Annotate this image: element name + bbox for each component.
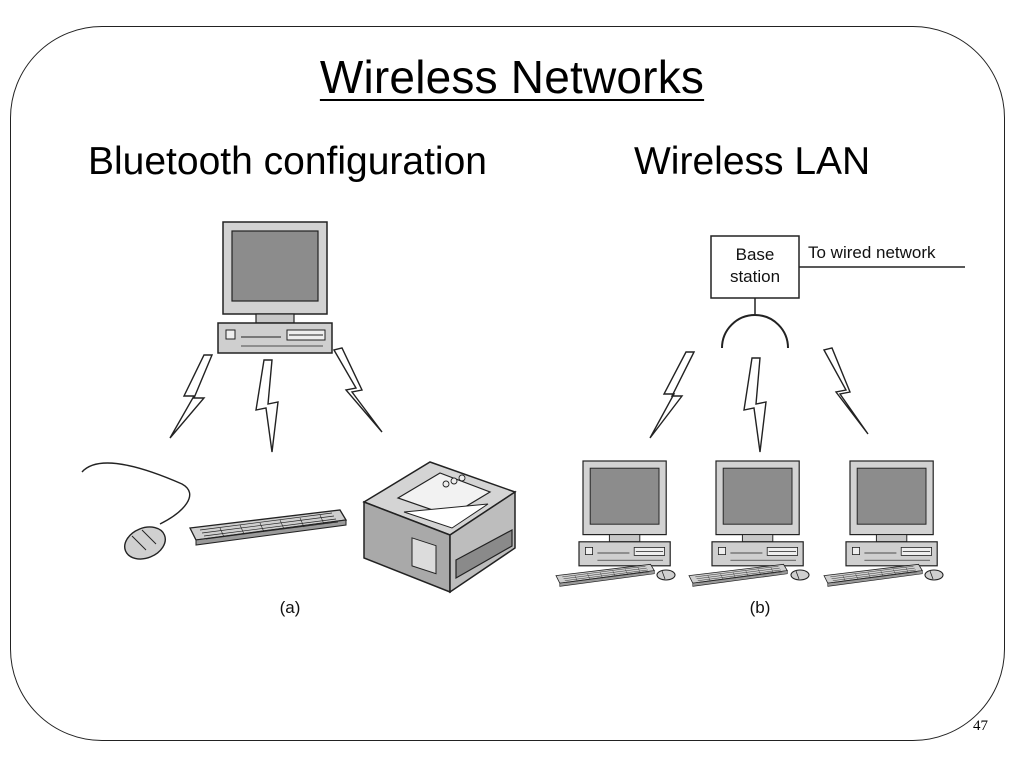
caption-b: (b) (750, 598, 771, 617)
wireless-link-icon (332, 347, 383, 433)
caption-a: (a) (280, 598, 301, 617)
bluetooth-heading: Bluetooth configuration (88, 140, 487, 183)
base-station-box (710, 235, 800, 299)
base-station-label-line2: station (730, 267, 780, 286)
client-computer-icon (555, 460, 676, 587)
wireless-link-icon (822, 347, 869, 435)
client-computer-icon (823, 460, 944, 587)
central-computer-icon (217, 221, 333, 354)
client-computer-icon (688, 460, 810, 587)
keyboard-icon (189, 509, 347, 546)
wireless-lan-heading: Wireless LAN (634, 140, 871, 183)
base-station-label-line1: Base (736, 245, 775, 264)
slide-frame (10, 26, 1005, 741)
mouse-icon (81, 462, 191, 560)
wired-network-label: To wired network (808, 243, 936, 262)
wireless-link-icon (255, 359, 279, 453)
wireless-link-icon (743, 357, 767, 453)
wireless-link-icon (169, 354, 214, 439)
bluetooth-diagram: (a) (81, 221, 517, 617)
slide-title: Wireless Networks (319, 51, 705, 103)
wireless-lan-diagram: Base station To wired network (b) (555, 235, 965, 617)
printer-icon (362, 461, 517, 594)
antenna-icon (721, 314, 789, 349)
page-number: 47 (973, 718, 988, 734)
wireless-link-icon (649, 351, 696, 439)
